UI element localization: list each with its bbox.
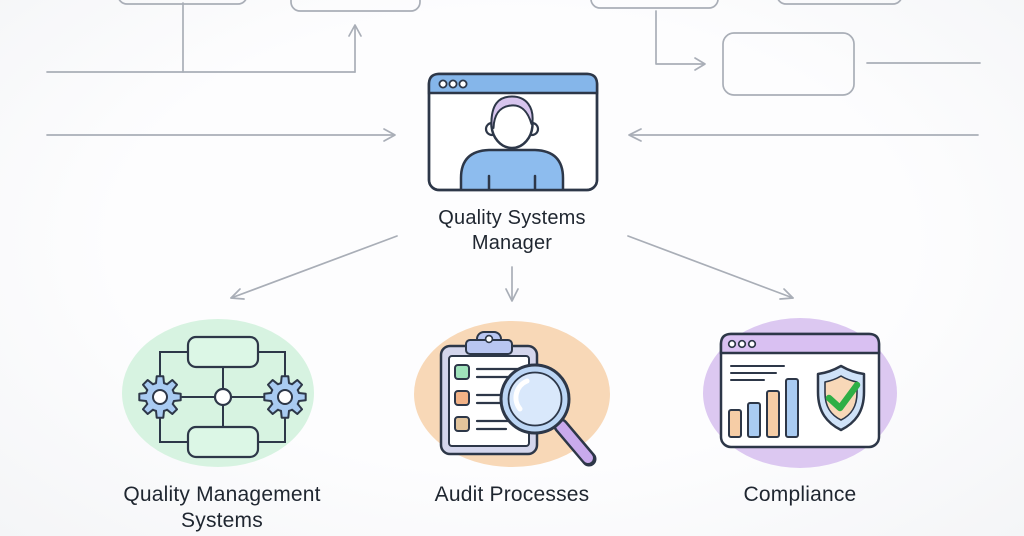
checkmark-icon: [825, 381, 861, 412]
flow-line: [159, 351, 189, 376]
lens-highlight: [513, 378, 530, 412]
chart-bar: [785, 378, 799, 438]
window-dot-icon: [737, 339, 747, 349]
gears-flowchart-icon: [138, 335, 307, 459]
qms-label-line2: Systems: [181, 509, 263, 532]
center-node-label-line2: Manager: [471, 232, 553, 254]
flow-line: [159, 418, 189, 443]
qms-arrowhead-icon: [230, 288, 245, 300]
person-torso: [459, 148, 565, 189]
chart-bar: [728, 409, 742, 438]
checkbox-orange: [454, 390, 470, 406]
shield-inner: [824, 375, 858, 421]
partial-box-top-right-1: [590, 0, 719, 9]
clipboard-magnifier-icon: [439, 331, 597, 467]
checkbox-green: [454, 364, 470, 380]
right-arrowhead-icon: [383, 128, 396, 142]
audit-arrowhead-icon: [505, 288, 519, 302]
connector-elbow-right: [655, 10, 704, 65]
window-dot-icon: [448, 79, 458, 89]
partial-box-top-left-2: [290, 0, 421, 12]
window-dot-icon: [438, 79, 448, 89]
qms-node-label: Quality Management Systems: [97, 482, 347, 534]
flow-line: [257, 351, 286, 376]
empty-box-top-right: [722, 32, 855, 96]
audit-node-label: Audit Processes: [434, 483, 590, 506]
clip-hole: [484, 334, 494, 344]
up-arrowhead-icon: [348, 24, 362, 37]
flow-box-top: [186, 335, 260, 369]
center-node: [427, 72, 599, 192]
chart-bar: [747, 402, 761, 438]
flow-box-bottom: [186, 425, 260, 459]
elbow-arrowhead-icon: [694, 57, 706, 71]
flow-line: [257, 418, 286, 443]
dashboard-header-bar: [719, 332, 881, 355]
magnifier-handle: [556, 421, 593, 463]
browser-person-icon: [459, 148, 565, 189]
center-node-label: Quality Systems Manager: [412, 206, 612, 256]
person-hair: [490, 95, 534, 129]
checkbox-tan: [454, 416, 470, 432]
flow-node-circle: [213, 387, 233, 407]
window-dot-icon: [727, 339, 737, 349]
dashboard-shield-icon: [719, 332, 881, 449]
window-dot-icon: [747, 339, 757, 349]
gear-icon: [138, 375, 182, 419]
window-dot-icon: [458, 79, 468, 89]
arrow-center-to-qms: [230, 235, 398, 299]
compliance-node-label: Compliance: [743, 483, 857, 506]
background-flowchart-lines: [46, 0, 981, 302]
partial-box-top-right-2: [777, 0, 902, 5]
compliance-arrowhead-icon: [779, 288, 794, 300]
chart-bar: [766, 390, 780, 438]
gear-icon: [263, 375, 307, 419]
left-arrowhead-icon: [628, 128, 642, 142]
browser-header-bar: [427, 72, 599, 95]
center-node-label-line1: Quality Systems: [438, 207, 586, 229]
arrow-center-to-compliance: [627, 235, 794, 299]
qms-label-line1: Quality Management: [123, 483, 321, 506]
